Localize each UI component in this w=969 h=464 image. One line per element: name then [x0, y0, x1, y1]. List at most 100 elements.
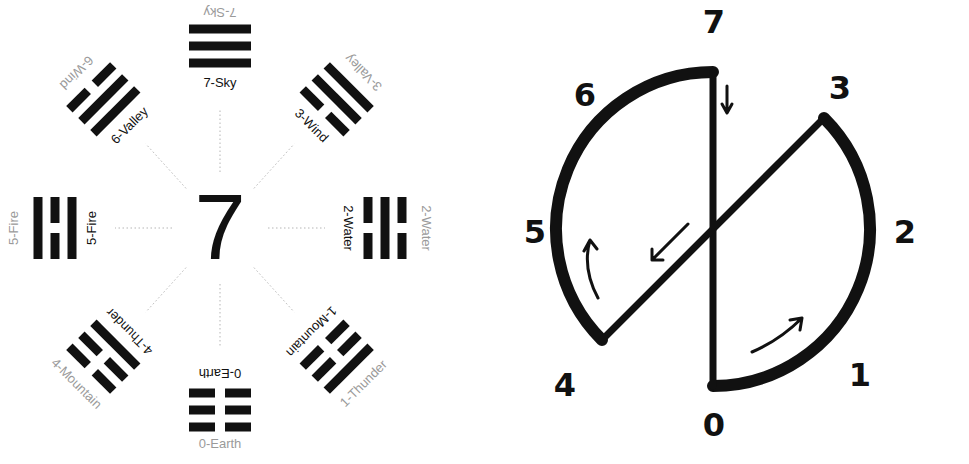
trigram-label: 3-Wind: [291, 106, 331, 146]
trigram-bar: [225, 389, 251, 398]
trigram-bar: [398, 197, 407, 223]
trigram-label: 7-Sky: [203, 76, 236, 91]
trigram-symbol: [189, 25, 251, 68]
trigram-bar: [78, 332, 103, 357]
trigram-bar: [364, 197, 373, 223]
bagua-figure: [34, 25, 407, 432]
outer-trigram-label: 0-Earth: [199, 437, 242, 452]
position-number: 5: [524, 216, 546, 248]
label-anchor: 7: [194, 191, 245, 265]
trigram-bar: [312, 74, 362, 124]
label-anchor: 4-Thunder: [103, 304, 156, 357]
dotted-spoke: [115, 228, 172, 229]
trigram-bar: [51, 233, 60, 259]
position-number: 6: [574, 79, 596, 111]
label-anchor: 7: [703, 6, 725, 38]
dotted-spoke: [146, 268, 186, 313]
label-anchor: 6-Valley: [108, 104, 151, 147]
outer-trigram-label: 6-Wind: [57, 53, 97, 93]
trigram-label: 4-Thunder: [103, 304, 156, 357]
trigram-bar: [189, 42, 251, 51]
flow-arrow: [652, 224, 688, 260]
label-anchor: 1: [849, 359, 871, 391]
outer-trigram-label: 2-Water: [419, 205, 434, 251]
label-anchor: 1-Mountain: [282, 302, 339, 359]
label-anchor: 6: [574, 79, 596, 111]
label-anchor: 4-Mountain: [48, 355, 105, 412]
trigram-bar: [225, 406, 251, 415]
dotted-spoke: [220, 284, 221, 347]
label-anchor: 6-Wind: [57, 53, 97, 93]
label-anchor: 7-Sky: [203, 76, 236, 91]
hand-drawn-figure: [556, 72, 870, 386]
trigram-symbol: [189, 389, 251, 432]
label-anchor: 3-Valley: [342, 51, 385, 94]
position-number: 1: [849, 359, 871, 391]
dotted-spoke: [146, 144, 186, 189]
diagonal-stroke: [602, 118, 824, 340]
label-anchor: 3-Wind: [291, 106, 331, 146]
label-anchor: 1-Thunder: [337, 357, 390, 410]
position-number: 2: [894, 216, 916, 248]
trigram-label: 5-Fire: [85, 211, 100, 245]
center-number: 7: [194, 191, 245, 265]
dotted-spoke: [268, 228, 325, 229]
position-number: 0: [703, 409, 725, 441]
trigram-symbol: [364, 197, 407, 259]
trigram-bar: [189, 25, 251, 34]
label-anchor: 2-Water: [341, 205, 356, 251]
outer-trigram-label: 3-Valley: [342, 51, 385, 94]
outer-trigram-label: 7-Sky: [203, 5, 236, 20]
trigram-bar: [337, 332, 362, 357]
right-arc: [713, 118, 870, 386]
label-anchor: 5-Fire: [85, 211, 100, 245]
trigram-bar: [34, 197, 43, 259]
trigram-bar: [104, 357, 129, 382]
position-number: 3: [829, 72, 851, 104]
trigram-bar: [381, 197, 390, 259]
trigram-bar: [66, 88, 91, 113]
trigram-label: 1-Mountain: [282, 302, 339, 359]
label-anchor: 7-Sky: [203, 5, 236, 20]
trigram-label: 0-Earth: [199, 366, 242, 381]
outer-trigram-label: 1-Thunder: [337, 357, 390, 410]
label-anchor: 2-Water: [419, 205, 434, 251]
trigram-label: 2-Water: [341, 205, 356, 251]
position-number: 7: [703, 6, 725, 38]
trigram-bar: [51, 197, 60, 223]
label-anchor: 2: [894, 216, 916, 248]
trigram-bar: [364, 233, 373, 259]
outer-trigram-label: 5-Fire: [7, 211, 22, 245]
trigram-bar: [66, 344, 91, 369]
label-anchor: 0-Earth: [199, 366, 242, 381]
trigram-bar: [68, 197, 77, 259]
trigram-label: 6-Valley: [108, 104, 151, 147]
label-anchor: 5: [524, 216, 546, 248]
label-anchor: 0: [703, 409, 725, 441]
label-anchor: 4: [554, 369, 576, 401]
trigram-bar: [78, 74, 128, 124]
position-number: 4: [554, 369, 576, 401]
trigram-bar: [312, 357, 337, 382]
trigram-bar: [189, 389, 215, 398]
label-anchor: 3: [829, 72, 851, 104]
dotted-spoke: [254, 268, 294, 313]
left-arc: [556, 72, 713, 340]
flow-arrow: [752, 318, 802, 352]
label-anchor: 5-Fire: [7, 211, 22, 245]
dotted-spoke: [220, 109, 221, 172]
trigram-bar: [189, 406, 215, 415]
trigram-bar: [189, 423, 215, 432]
trigram-bar: [92, 62, 117, 87]
trigram-bar: [225, 423, 251, 432]
trigram-bar: [92, 369, 117, 394]
flow-arrow: [722, 86, 732, 113]
label-anchor: 0-Earth: [199, 437, 242, 452]
flow-arrow: [584, 240, 598, 298]
trigram-bar: [398, 233, 407, 259]
trigram-symbol: [34, 197, 77, 259]
dotted-spoke: [254, 144, 294, 189]
